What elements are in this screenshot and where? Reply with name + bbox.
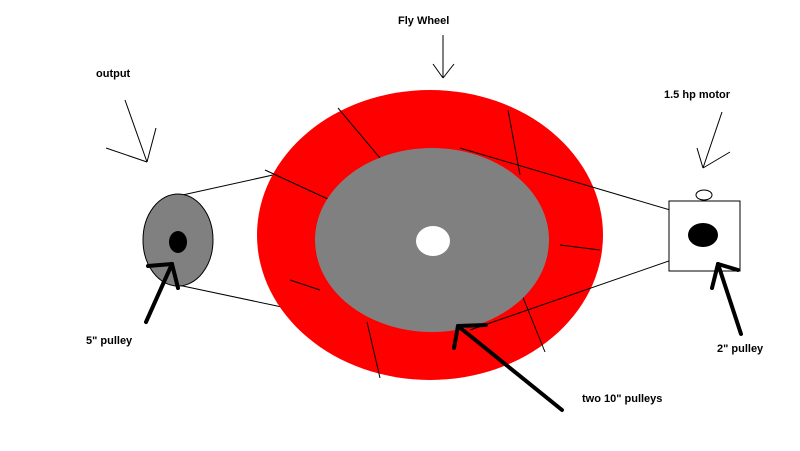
- label-output: output: [96, 68, 131, 80]
- output-arrow: [105, 99, 157, 163]
- label-motor: 1.5 hp motor: [664, 89, 731, 101]
- motor-vent: [695, 189, 713, 201]
- output-shaft: [169, 231, 187, 253]
- belt-right-top: [459, 147, 705, 221]
- pulleys-10-arrow: [452, 323, 564, 412]
- pulley-2-arrow: [710, 262, 743, 336]
- flywheel-hub: [416, 226, 450, 256]
- flywheel-arrow: [432, 35, 455, 79]
- motor-pulley: [688, 223, 718, 247]
- label-pulley-2: 2" pulley: [717, 343, 764, 355]
- label-pulley-5: 5" pulley: [86, 335, 133, 347]
- label-flywheel: Fly Wheel: [398, 15, 449, 27]
- label-pulleys-10: two 10" pulleys: [582, 393, 662, 405]
- motor-arrow: [696, 111, 731, 169]
- pulley-5-arrow: [144, 262, 180, 324]
